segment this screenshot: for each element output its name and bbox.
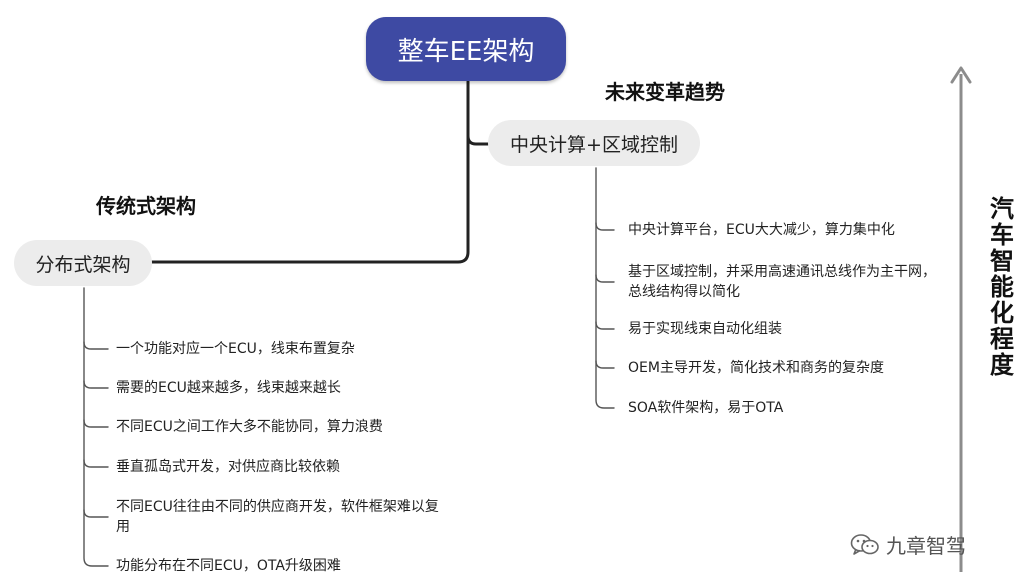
watermark-text: 九章智驾 <box>886 534 966 558</box>
root-to-center-connector <box>466 80 490 146</box>
future-item: SOA软件架构，易于OTA <box>628 400 784 416</box>
traditional-architecture-heading: 传统式架构 <box>96 194 196 218</box>
future-item: 中央计算平台，ECU大大减少，算力集中化 <box>628 222 895 238</box>
intelligence-level-label: 汽车智能化程度 <box>990 195 1014 379</box>
future-trend-heading: 未来变革趋势 <box>605 80 725 104</box>
traditional-item: 不同ECU之间工作大多不能协同，算力浪费 <box>116 419 383 435</box>
watermark: 九章智驾 <box>850 530 966 559</box>
central-compute-zonal-node: 中央计算+区域控制 <box>488 120 700 166</box>
traditional-item: 一个功能对应一个ECU，线束布置复杂 <box>116 341 355 357</box>
future-item: OEM主导开发，简化技术和商务的复杂度 <box>628 360 884 376</box>
central-compute-zonal-label: 中央计算+区域控制 <box>510 133 678 156</box>
traditional-branch-line <box>83 287 109 567</box>
future-item: 基于区域控制，并采用高速通讯总线作为主干网，总线结构得以简化 <box>628 264 936 300</box>
distributed-architecture-label: 分布式架构 <box>35 253 131 276</box>
root-to-distributed-connector <box>150 80 470 264</box>
traditional-item: 垂直孤岛式开发，对供应商比较依赖 <box>116 459 340 475</box>
traditional-item: 功能分布在不同ECU，OTA升级困难 <box>116 558 341 574</box>
distributed-architecture-node: 分布式架构 <box>14 240 152 286</box>
future-branch-line <box>595 167 615 409</box>
traditional-item: 需要的ECU越来越多，线束越来越长 <box>116 380 341 396</box>
root-node-ee-architecture: 整车EE架构 <box>366 17 566 81</box>
traditional-item: 不同ECU往往由不同的供应商开发，软件框架难以复用 <box>116 499 439 535</box>
future-item: 易于实现线束自动化组装 <box>628 321 782 337</box>
intelligence-level-arrow <box>950 66 972 572</box>
wechat-icon <box>850 533 879 555</box>
root-node-label: 整车EE架构 <box>397 36 535 67</box>
